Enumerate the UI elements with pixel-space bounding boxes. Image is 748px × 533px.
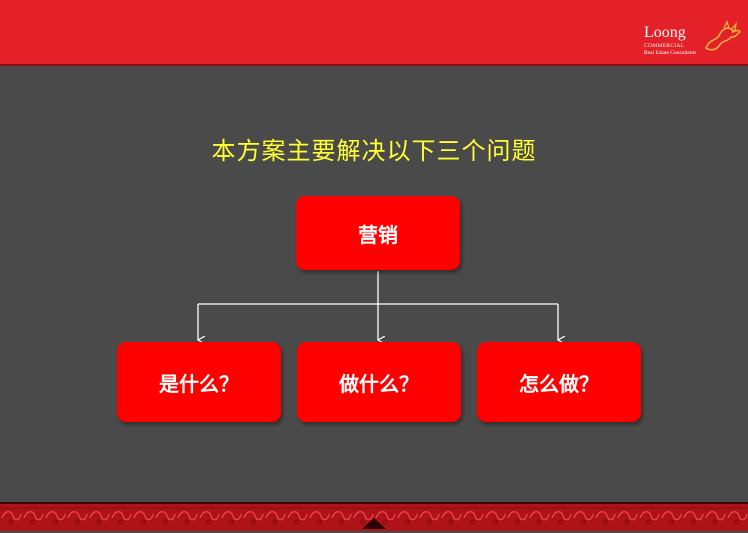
child-node-label: 做什么？ (339, 371, 419, 396)
header-bar: Loong COMMERCIAL Real Estate Consultants (0, 0, 748, 66)
root-node-label: 营销 (358, 222, 398, 247)
child-node-what: 是什么？ (117, 342, 281, 422)
child-node-do: 做什么？ (297, 342, 461, 422)
company-logo: Loong COMMERCIAL Real Estate Consultants (642, 20, 742, 64)
child-node-how: 怎么做？ (477, 342, 641, 422)
logo-tagline-2: Real Estate Consultants (644, 50, 697, 56)
root-node: 营销 (296, 196, 460, 270)
child-node-label: 是什么？ (159, 371, 239, 396)
slide-body (0, 66, 748, 502)
footer-notch (362, 518, 386, 529)
logo-wordmark: Loong (644, 24, 686, 41)
slide-title: 本方案主要解决以下三个问题 (211, 137, 537, 165)
logo-tagline-1: COMMERCIAL (644, 43, 685, 49)
child-node-label: 怎么做？ (519, 371, 599, 396)
dragon-icon (705, 20, 742, 51)
